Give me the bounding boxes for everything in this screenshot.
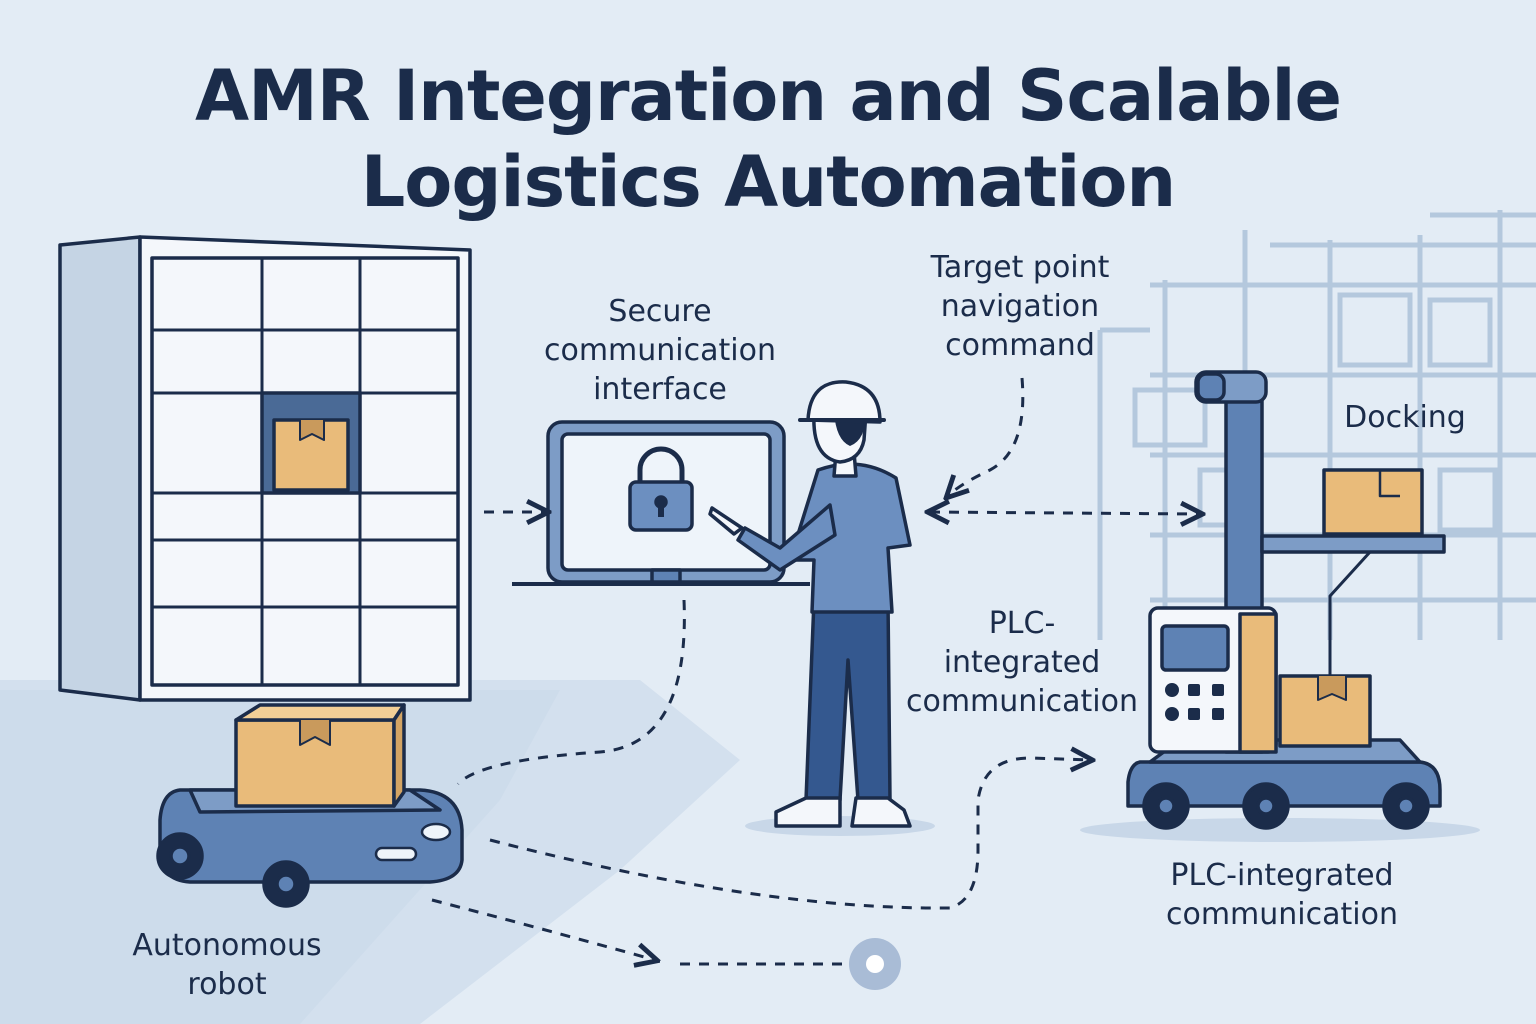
parcel-locker-icon: [58, 235, 472, 702]
label-line: PLC-integrated: [1170, 858, 1394, 893]
label-secure-communication: Secure communication interface: [520, 292, 800, 409]
label-line: Secure: [608, 294, 712, 329]
lift-robot-icon: [1080, 370, 1480, 842]
connector-lines: [431, 377, 1200, 964]
label-line: Autonomous: [132, 928, 322, 963]
label-line: command: [945, 328, 1095, 363]
label-target-point: Target point navigation command: [900, 248, 1140, 365]
arrow-robot-to-target: [431, 898, 655, 960]
arrow-target-command: [948, 377, 1025, 496]
title-line-1: AMR Integration and Scalable: [194, 55, 1342, 137]
label-docking: Docking: [1344, 400, 1466, 435]
label-line: navigation: [940, 289, 1100, 324]
label-line: communication: [1165, 897, 1398, 932]
label-autonomous-robot: Autonomous robot: [110, 926, 344, 1004]
secure-terminal-icon: [512, 420, 810, 586]
label-plc-middle: PLC- integrated communication: [900, 604, 1144, 721]
label-line: robot: [187, 967, 267, 1002]
line-terminal-to-robot: [456, 599, 686, 786]
label-line: Target point: [930, 250, 1110, 285]
target-point-icon: [849, 938, 901, 990]
worker-icon: [708, 380, 935, 836]
label-line: communication: [543, 333, 776, 368]
autonomous-robot-icon: [156, 703, 464, 908]
title-line-2: Logistics Automation: [360, 141, 1177, 223]
arrow-plc-route: [489, 758, 1090, 910]
label-line: PLC-: [988, 606, 1056, 641]
label-line: interface: [593, 372, 727, 407]
arrow-docking-link: [930, 512, 1200, 514]
label-plc-right: PLC-integrated communication: [1140, 856, 1424, 934]
label-line: integrated: [943, 645, 1101, 680]
label-line: communication: [905, 684, 1138, 719]
padlock-icon: [628, 446, 694, 532]
